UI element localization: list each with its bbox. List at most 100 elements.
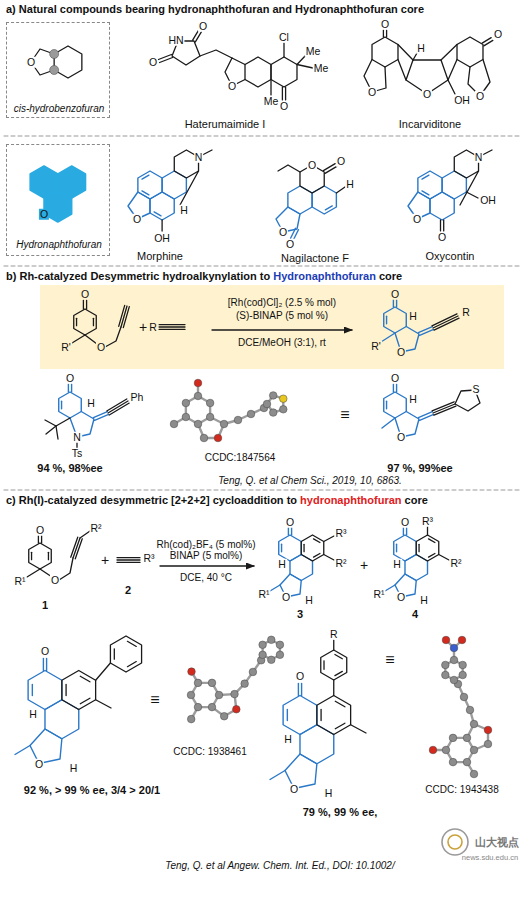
- atom-label: H: [408, 311, 418, 322]
- bond-line: [372, 37, 398, 67]
- atom-label: ≡: [384, 652, 395, 668]
- bond-line: [384, 392, 407, 418]
- caption-text: CCDC:1847564: [204, 453, 277, 463]
- atom-label: O: [227, 81, 237, 92]
- caption-text: Rh(cod)₂BF₄ (5 mol%): [155, 540, 256, 550]
- crystal-atom: [442, 671, 450, 679]
- bond-line: [93, 318, 94, 325]
- bond-line: [41, 535, 42, 543]
- structure-layer: [4, 30, 521, 855]
- heading-word: hydronaphthofuran: [300, 494, 405, 506]
- bond-line: [270, 585, 280, 591]
- heading-word: to: [260, 270, 273, 282]
- crystal-atom: [220, 420, 228, 428]
- bond-line: [200, 50, 232, 58]
- bond-line: [161, 220, 162, 231]
- crystal-atom: [233, 705, 241, 713]
- bond-line: [282, 87, 283, 100]
- atom-label: Ts: [71, 448, 84, 459]
- atom-label: 4: [411, 609, 419, 620]
- node-text: [Rh(cod)Cl]₂ (2.5 % mol): [228, 298, 336, 308]
- atom-label: ≡: [339, 407, 350, 423]
- bond-line: [278, 165, 300, 172]
- atom-label: O: [396, 432, 406, 443]
- bond-line: [393, 384, 394, 392]
- bond-line: [386, 401, 387, 408]
- stereo-ball: [50, 50, 59, 59]
- bond-line: [325, 166, 337, 173]
- crystal-atom: [194, 420, 202, 428]
- crystal-atom: [276, 641, 284, 649]
- atom-label: O: [289, 783, 299, 794]
- bond-line: [418, 327, 432, 333]
- atom-label: R²: [89, 523, 102, 534]
- bond-line: [396, 384, 397, 392]
- crystal-atom: [442, 636, 450, 644]
- atom-label: O: [367, 87, 377, 98]
- bond-line: [76, 318, 77, 325]
- bond-line: [48, 552, 49, 559]
- bond-line: [317, 696, 351, 735]
- bond-line: [62, 671, 96, 710]
- bond-line: [418, 412, 432, 418]
- atom-label: O: [390, 373, 400, 384]
- atom-label: R²: [449, 558, 462, 569]
- crystal-atom: [194, 379, 202, 387]
- atom-label: H: [28, 709, 38, 720]
- bond-line: [324, 555, 334, 561]
- separator-line: [4, 136, 521, 137]
- watermark-logo: [448, 835, 462, 849]
- bond-line: [298, 684, 299, 696]
- crystal-atom: [450, 656, 458, 664]
- atom-label: O: [437, 232, 447, 243]
- crystal-atom: [247, 410, 255, 418]
- crystal-atom: [458, 636, 466, 644]
- bond-line: [117, 559, 140, 560]
- bond-line: [482, 38, 491, 44]
- crystal-atom: [279, 395, 287, 403]
- atom-label: O: [400, 517, 410, 528]
- heading-word: Desymmetric: [90, 270, 162, 282]
- bond-line: [440, 220, 441, 231]
- atom-label: R: [148, 322, 158, 333]
- heading-word: cycloaddition: [213, 494, 287, 506]
- bond-line: [434, 406, 456, 415]
- bond-line: [432, 402, 454, 411]
- core-box: Hydronaphthofuran: [6, 144, 110, 256]
- bond-line: [418, 544, 419, 551]
- bond-line: [413, 53, 417, 60]
- atom-label: O: [281, 592, 291, 603]
- atom-label: +: [100, 553, 110, 567]
- crystal-atom: [206, 399, 214, 407]
- bond-line: [59, 392, 82, 418]
- atom-label: Me: [263, 96, 280, 107]
- heading-word: to: [287, 494, 300, 506]
- crystal-atom: [463, 734, 471, 742]
- atom-label: O: [336, 156, 346, 167]
- atom-label: H: [283, 734, 293, 745]
- bond-line: [54, 46, 82, 78]
- atom-label: H: [419, 595, 429, 606]
- bond-line: [283, 696, 317, 735]
- crystal-atom: [187, 691, 195, 699]
- caption-text: Teng, Q. et al Angew. Chem. Int. Ed., DO…: [164, 861, 395, 871]
- crystal-atom: [234, 416, 242, 424]
- crystal-atom: [470, 746, 478, 754]
- bond-line: [466, 192, 478, 198]
- crystal-atom: [267, 656, 275, 664]
- caption-text: Incarviditone: [398, 119, 462, 130]
- bond-line: [441, 45, 457, 61]
- crystal-atom: [470, 770, 478, 778]
- atom-label: R³: [142, 553, 155, 564]
- atom-label: H: [324, 788, 334, 799]
- atom-label: R': [370, 341, 382, 352]
- bond-line: [321, 650, 347, 680]
- heading-word: c): [6, 494, 19, 506]
- atom-label: 3: [296, 609, 304, 620]
- caption-text: Oxycontin: [425, 251, 476, 262]
- crystal-atom: [200, 434, 208, 442]
- stereo-ball: [50, 66, 59, 75]
- crystal-atom: [241, 680, 249, 688]
- bond-line: [127, 641, 136, 646]
- bond-line: [127, 662, 136, 667]
